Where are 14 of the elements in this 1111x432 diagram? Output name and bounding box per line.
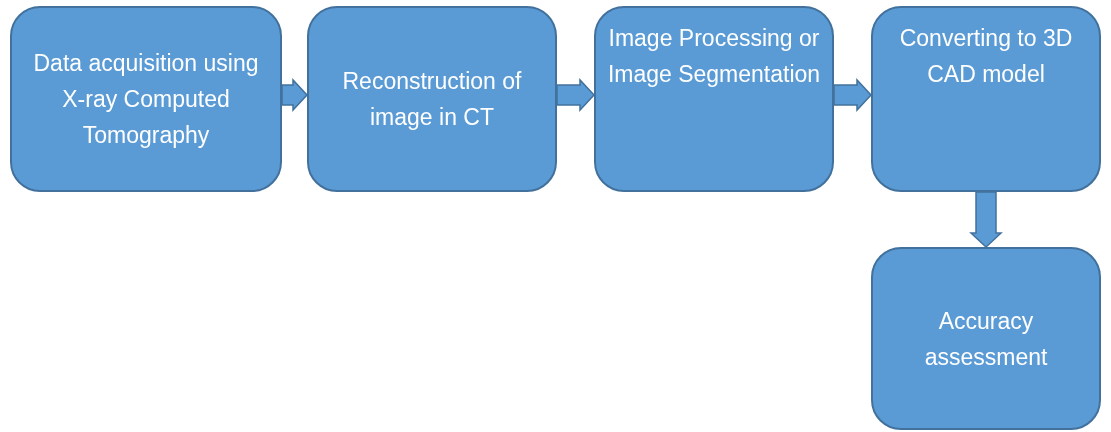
block-arrow [556, 78, 596, 112]
block-arrow [281, 78, 309, 112]
process-box [307, 6, 557, 192]
block-arrow [969, 191, 1003, 249]
box-text: Reconstruction of image in CT [341, 67, 523, 132]
process-box [871, 247, 1101, 430]
box-text: Converting to 3D CAD model [898, 24, 1074, 89]
box-text: Accuracy assessment [923, 306, 1049, 372]
process-box [10, 6, 282, 192]
box-text: Image Processing or Image Segmentation [606, 24, 822, 89]
process-box [594, 6, 834, 192]
process-box [871, 6, 1101, 192]
box-text: Data acquisition using X-ray Computed Tomography [32, 49, 260, 150]
block-arrow [833, 78, 873, 112]
